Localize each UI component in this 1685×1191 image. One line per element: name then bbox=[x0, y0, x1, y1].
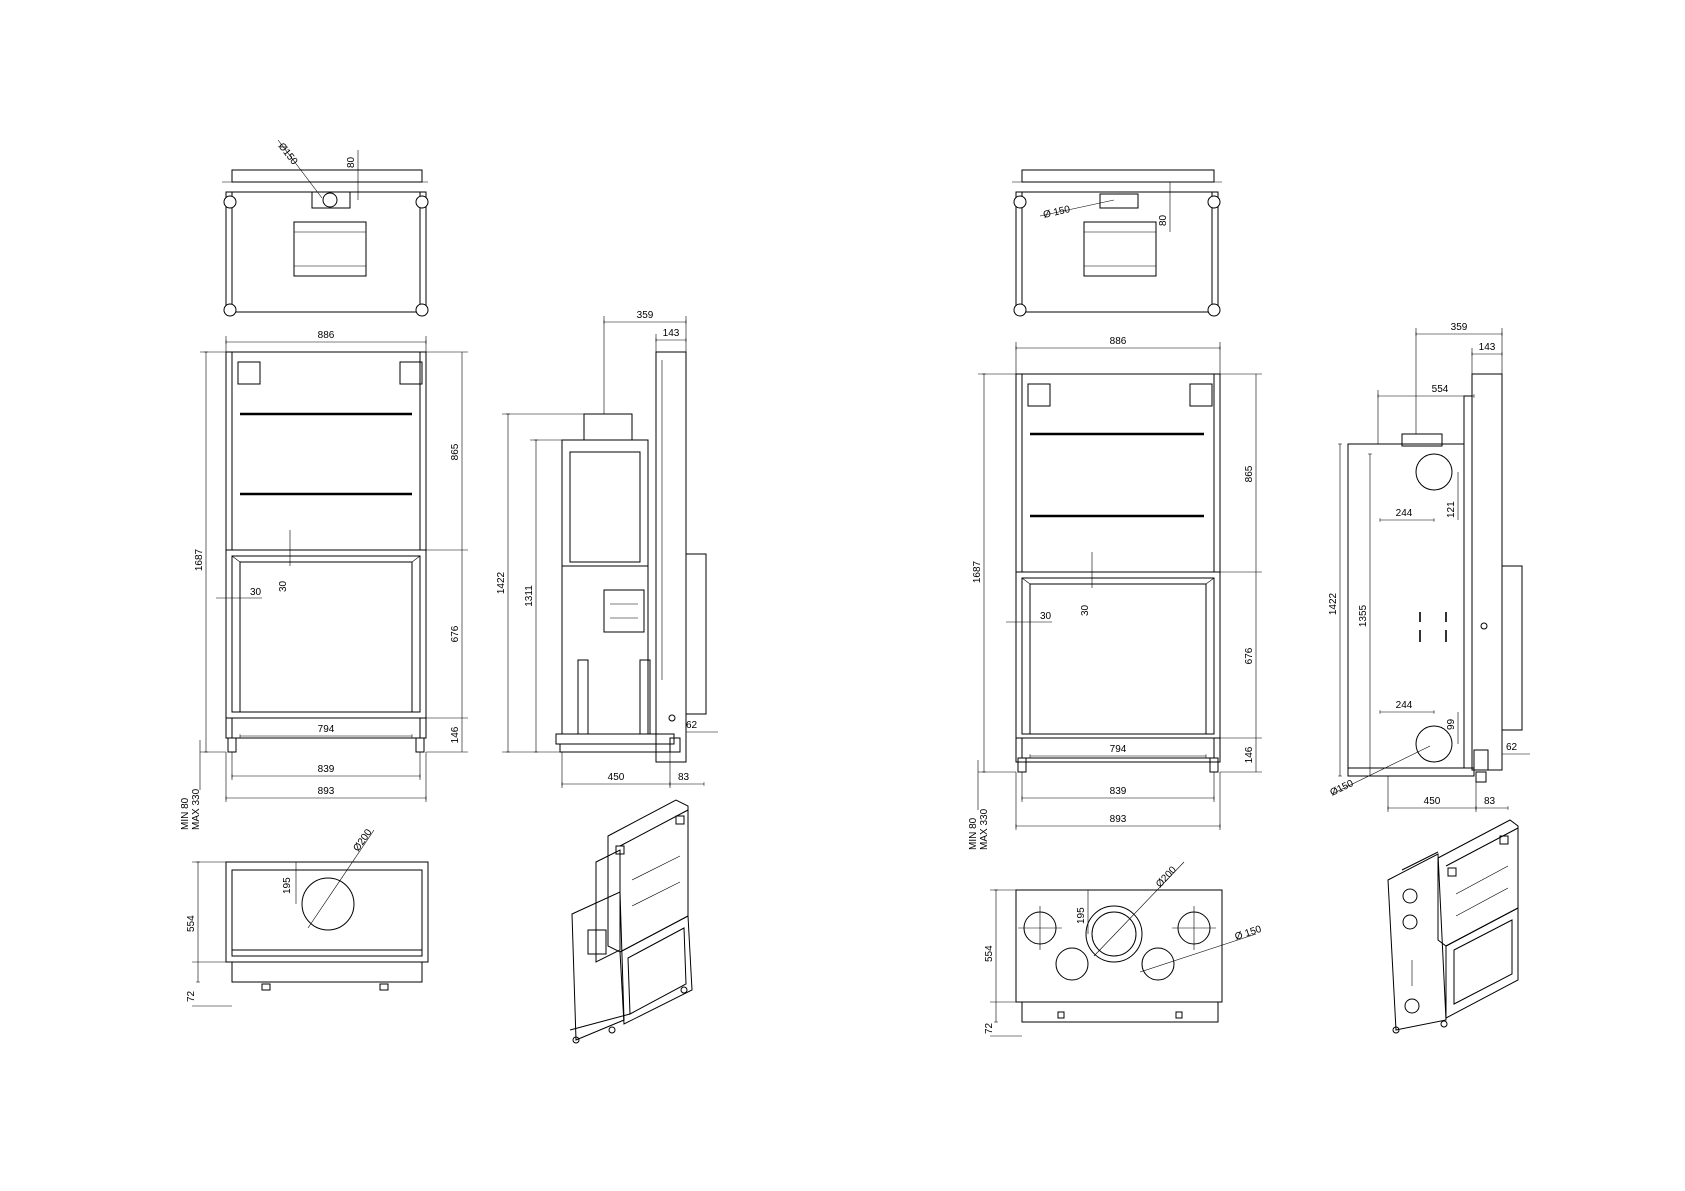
left-side-foot: 62 bbox=[686, 720, 698, 731]
right-front-legs-w: 839 bbox=[1110, 786, 1127, 797]
left-side-height-inner: 1311 bbox=[524, 585, 535, 607]
left-front-legs-w: 839 bbox=[318, 764, 335, 775]
right-front-base: 146 bbox=[1244, 746, 1255, 763]
right-front-height: 1687 bbox=[972, 560, 983, 583]
right-plan-flue-dia: Ø200 bbox=[1154, 864, 1179, 890]
right-plan-duct-dia: Ø 150 bbox=[1234, 924, 1264, 943]
right-side-depth: 450 bbox=[1424, 796, 1441, 807]
right-front-leg-max: MAX 330 bbox=[979, 808, 990, 850]
left-side-back: 83 bbox=[678, 772, 690, 783]
left-plan-view: Ø200 195 554 72 bbox=[186, 827, 428, 1006]
right-side-lower-offset: 244 bbox=[1396, 700, 1413, 711]
left-side-chimney: 143 bbox=[663, 328, 680, 339]
left-plan-depth: 554 bbox=[186, 915, 197, 932]
right-side-upper-h: 121 bbox=[1446, 501, 1457, 518]
left-plan-flue-offset: 195 bbox=[282, 877, 293, 894]
right-front-upper: 865 bbox=[1244, 465, 1255, 482]
left-front-opening-w: 794 bbox=[318, 724, 335, 735]
left-side-view: 359 143 1422 1311 450 83 62 bbox=[496, 310, 718, 788]
right-side-lower-h: 99 bbox=[1446, 718, 1457, 730]
right-front-inset-y: 30 bbox=[1080, 604, 1091, 616]
left-side-height-body: 1422 bbox=[496, 571, 507, 594]
left-iso-view bbox=[570, 800, 692, 1043]
right-plan-depth: 554 bbox=[984, 945, 995, 962]
left-front-leg-max: MAX 330 bbox=[191, 788, 202, 830]
right-front-opening-h: 676 bbox=[1244, 647, 1255, 664]
right-side-view: 359 143 554 1422 1355 244 121 244 99 Ø15… bbox=[1328, 322, 1530, 812]
right-front-inset-x: 30 bbox=[1040, 611, 1052, 622]
left-front-base: 146 bbox=[450, 726, 461, 743]
right-front-overall-w: 893 bbox=[1110, 814, 1127, 825]
left-front-inset-x: 30 bbox=[250, 587, 262, 598]
right-plan-view: Ø200 Ø 150 195 554 72 bbox=[984, 862, 1263, 1036]
right-side-top-depth: 359 bbox=[1451, 322, 1468, 333]
left-side-top-depth: 359 bbox=[637, 310, 654, 321]
right-side-chimney: 143 bbox=[1479, 342, 1496, 353]
right-front-leg-min: MIN 80 bbox=[968, 817, 979, 850]
right-side-foot: 62 bbox=[1506, 742, 1518, 753]
left-front-height: 1687 bbox=[194, 548, 205, 571]
left-front-view: 886 1687 865 676 146 30 30 794 bbox=[180, 330, 468, 830]
right-side-height-body: 1422 bbox=[1328, 592, 1339, 615]
left-front-opening-h: 676 bbox=[450, 625, 461, 642]
right-front-view: 886 1687 865 676 146 30 30 794 839 bbox=[968, 336, 1262, 850]
right-side-height-inner: 1355 bbox=[1358, 604, 1369, 627]
right-side-depth-top: 554 bbox=[1432, 384, 1449, 395]
right-side-back: 83 bbox=[1484, 796, 1496, 807]
right-front-width: 886 bbox=[1110, 336, 1127, 347]
right-variant: Ø 150 80 886 1687 bbox=[968, 170, 1530, 1036]
right-plan-flue-offset: 195 bbox=[1076, 907, 1087, 924]
right-front-opening-w: 794 bbox=[1110, 744, 1127, 755]
left-variant: Ø150 80 886 bbox=[180, 140, 718, 1043]
left-plan-front: 72 bbox=[186, 990, 197, 1002]
right-side-duct-dia: Ø150 bbox=[1328, 778, 1355, 799]
left-front-overall-w: 893 bbox=[318, 786, 335, 797]
right-top-view: Ø 150 80 bbox=[1012, 170, 1222, 316]
left-top-view: Ø150 80 bbox=[222, 140, 428, 316]
left-front-leg-min: MIN 80 bbox=[180, 797, 191, 830]
left-front-width: 886 bbox=[318, 330, 335, 341]
right-plan-front: 72 bbox=[984, 1022, 995, 1034]
left-front-upper: 865 bbox=[450, 443, 461, 460]
left-top-offset: 80 bbox=[346, 156, 357, 168]
left-plan-flue-dia: Ø200 bbox=[351, 827, 374, 854]
right-side-upper-offset: 244 bbox=[1396, 508, 1413, 519]
right-top-flue-dia: Ø 150 bbox=[1042, 204, 1071, 221]
left-front-inset-y: 30 bbox=[278, 580, 289, 592]
right-iso-view bbox=[1388, 820, 1518, 1033]
left-side-depth: 450 bbox=[608, 772, 625, 783]
right-top-offset: 80 bbox=[1158, 214, 1169, 226]
